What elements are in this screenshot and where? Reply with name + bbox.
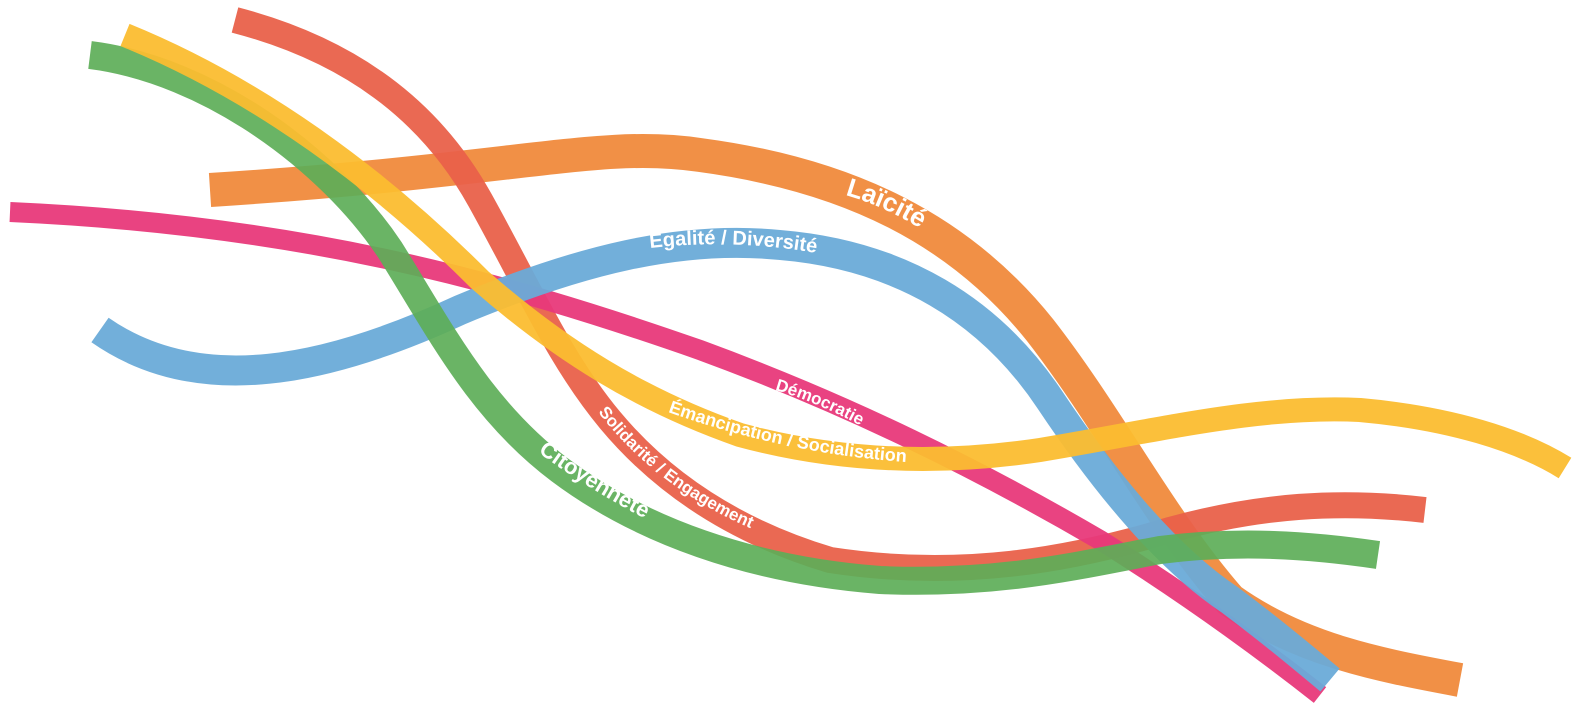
ribbon-emancipation-band — [120, 23, 1572, 479]
ribbon-citoyennete-band — [88, 41, 1381, 595]
ribbon-solidarite — [231, 7, 1427, 582]
ribbon-egalite-band — [91, 227, 1340, 692]
ribbon-emancipation — [120, 23, 1572, 479]
ribbon-democratie-band — [9, 202, 1327, 703]
ribbon-solidarite-band — [231, 7, 1427, 582]
ribbon-citoyennete — [88, 41, 1381, 595]
ribbon-democratie — [9, 202, 1327, 703]
ribbon-egalite — [91, 227, 1340, 692]
